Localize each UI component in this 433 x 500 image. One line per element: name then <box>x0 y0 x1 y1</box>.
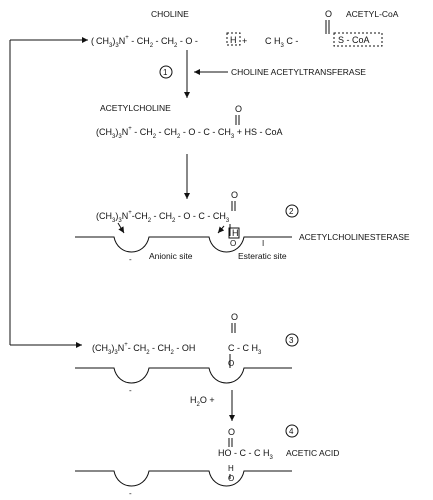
choline-hydrogen: H <box>230 35 237 45</box>
step-1-circle <box>159 65 173 79</box>
step-4-enzyme-o: O <box>228 474 234 483</box>
choline-acetyltransferase-label: CHOLINE ACETYLTRANSFERASE <box>231 67 366 77</box>
step-2-circle <box>285 204 299 218</box>
anionic-site-label: Anionic site <box>149 251 193 261</box>
acetylcholine-carbonyl-o: O <box>235 104 242 114</box>
step-1-number: 1 <box>163 68 168 77</box>
acetylcholinesterase-label: ACETYLCHOLINESTERASE <box>299 232 410 242</box>
acetylcholine-formula: (CH3)3N+ - CH2 - CH2 - O - C - CH3 + HS … <box>96 126 283 140</box>
step-2-number: 2 <box>289 207 294 216</box>
anionic-minus-step-2: - <box>129 255 132 264</box>
s-coa-highlight <box>333 32 383 47</box>
acetic-acid-label: ACETIC ACID <box>286 448 339 458</box>
step-3-enzyme-o: O <box>228 359 234 368</box>
acetyl-coa-label: ACETYL-CoA <box>346 9 399 19</box>
step-4-enzyme-h: H <box>228 464 234 473</box>
esteratic-site-label: Esteratic site <box>238 251 287 261</box>
step-4-number: 4 <box>289 427 294 436</box>
acetylcholinesterase-surface-step-4 <box>75 470 292 487</box>
choline-opening-paren: ( <box>91 36 94 46</box>
acetic-acid-formula: HO - C - C H3 <box>218 448 274 461</box>
anionic-minus-step-4: - <box>129 489 132 498</box>
anionic-minus-step-3: - <box>129 386 132 395</box>
acetyl-coa-ch3: C H3 C - <box>265 36 298 49</box>
acetic-acid-carbonyl-o: O <box>228 427 235 437</box>
step-3-number: 3 <box>289 336 294 345</box>
acetylcholinesterase-surface-step-3 <box>75 367 292 384</box>
step-3-circle <box>285 333 299 347</box>
esteratic-oxygen: O <box>230 239 236 248</box>
bound-carbonyl-o: O <box>231 190 238 200</box>
acetylcholine-label: ACETYLCHOLINE <box>100 103 171 113</box>
choline-h-highlight <box>226 32 241 46</box>
acetylcholinesterase-surface-step-2 <box>75 236 292 253</box>
step-4-circle <box>285 424 299 438</box>
s-coa-text: S - CoA <box>338 35 370 45</box>
choline-formula-prefix: CH3)3N+ - CH2 - CH2 - O - <box>96 35 198 49</box>
anionic-binding-arrow <box>117 222 125 234</box>
enzyme-marker-i: I <box>262 239 264 248</box>
choline-label: CHOLINE <box>151 9 189 19</box>
esteratic-hydrogen: H <box>232 228 239 238</box>
plus-sign-top: + <box>242 36 247 46</box>
bound-acetylcholine-formula: (CH3)3N+-CH2 - CH2 - O - C - CH3 <box>96 210 230 224</box>
acetyl-coa-carbonyl-o: O <box>325 9 332 19</box>
esteratic-hydrogen-box <box>228 227 240 239</box>
step-3-carbonyl-o: O <box>231 312 238 322</box>
step-3-acetyl-group: C - C H3 <box>228 343 262 356</box>
water-reactant: H2O + <box>190 395 215 408</box>
choline-released-formula: (CH3)3N+- CH2 - CH2 - OH <box>92 342 195 356</box>
esteratic-binding-arrow <box>217 225 225 234</box>
